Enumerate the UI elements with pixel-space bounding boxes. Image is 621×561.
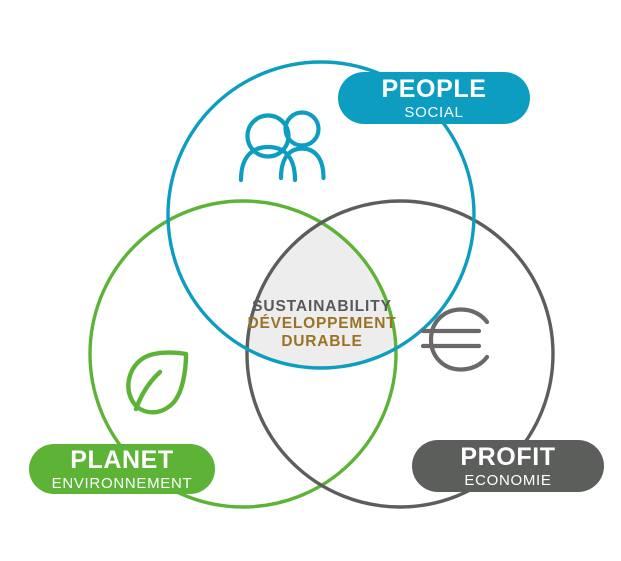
leaf-icon bbox=[126, 350, 189, 415]
badge-profit-subtitle: ECONOMIE bbox=[464, 471, 552, 489]
badge-profit-title: PROFIT bbox=[460, 442, 556, 471]
badge-profit[interactable]: PROFIT ECONOMIE bbox=[412, 440, 604, 492]
badge-planet[interactable]: PLANET ENVIRONNEMENT bbox=[29, 444, 215, 494]
badge-people[interactable]: PEOPLE SOCIAL bbox=[338, 72, 530, 124]
badge-planet-subtitle: ENVIRONNEMENT bbox=[51, 474, 193, 492]
euro-icon bbox=[420, 307, 490, 372]
circle-planet bbox=[88, 199, 398, 509]
badge-people-subtitle: SOCIAL bbox=[404, 103, 464, 121]
badge-people-title: PEOPLE bbox=[381, 74, 487, 103]
circle-people bbox=[166, 60, 476, 370]
two-people-icon bbox=[238, 110, 326, 183]
badge-planet-title: PLANET bbox=[70, 445, 174, 474]
circle-profit bbox=[245, 199, 555, 509]
